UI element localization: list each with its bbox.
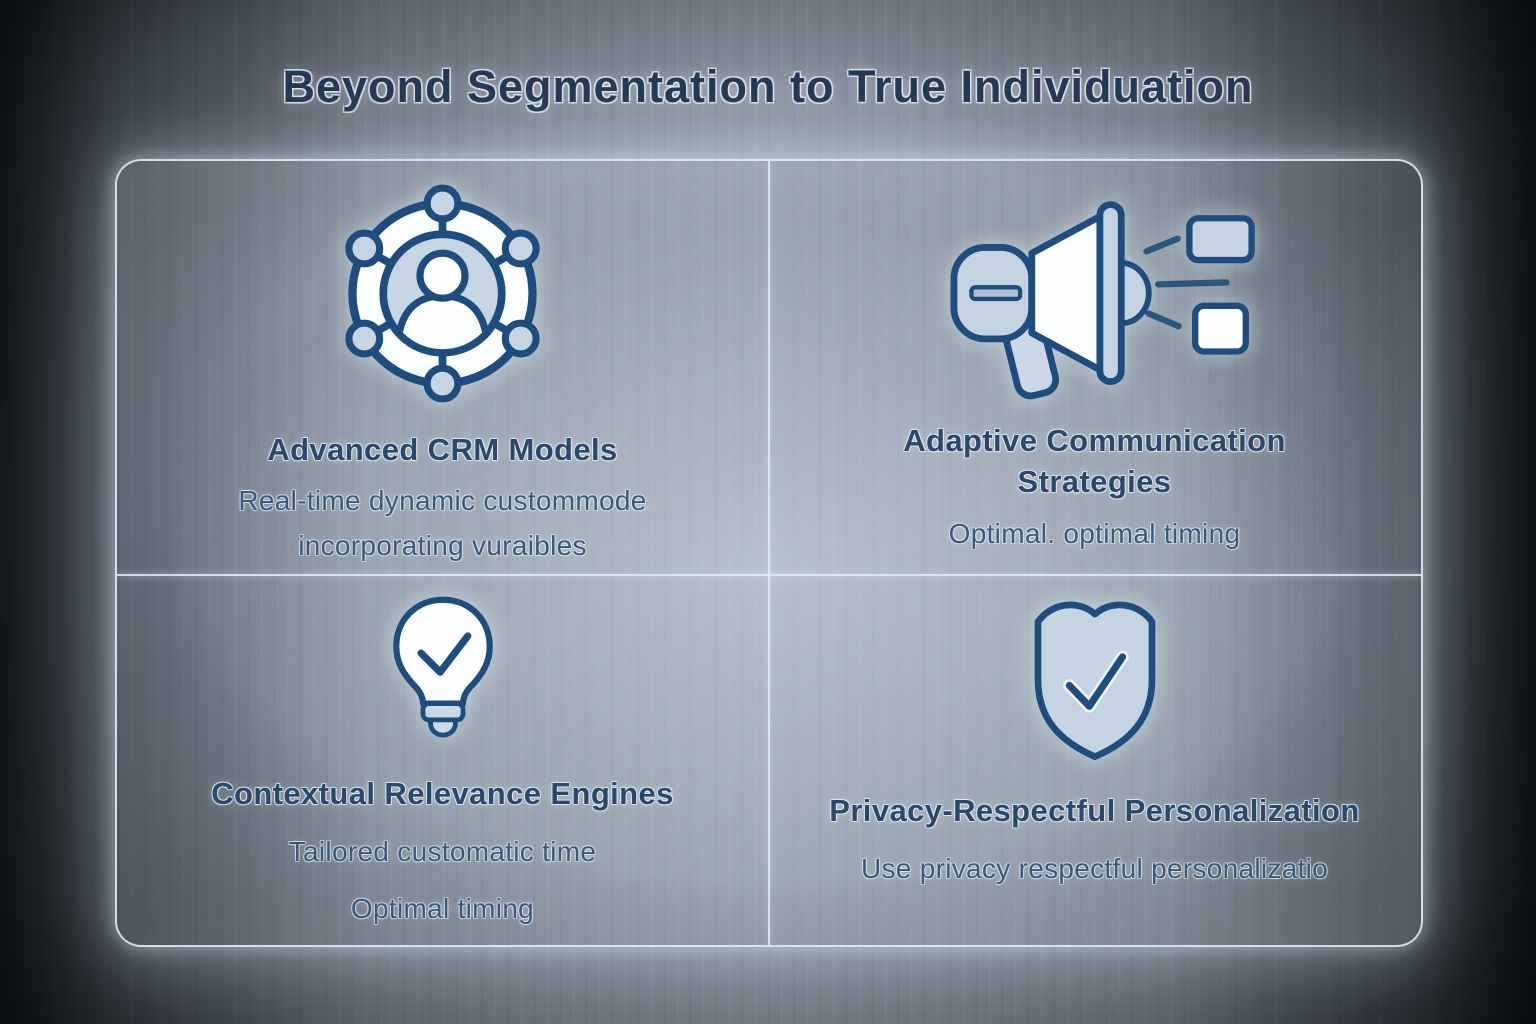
quadrant-title: Contextual Relevance Engines — [211, 776, 674, 811]
quadrant-subtitle: Use privacy respectful personalizatio — [861, 852, 1328, 886]
quadrant-subtitle: Real-time dynamic custommode incorporati… — [238, 484, 646, 562]
quadrant-subtitle: Tailored customatic time Optimal timing — [289, 835, 597, 925]
quadrant-title: Advanced CRM Models — [267, 432, 618, 467]
lightbulb-check-icon — [381, 594, 505, 758]
quadrant-adaptive-communication: Adaptive Communication Strategies Optima… — [768, 161, 1421, 574]
quadrant-title: Adaptive Communication Strategies — [903, 423, 1286, 499]
quadrant-title: Privacy-Respectful Personalization — [829, 793, 1360, 828]
subtitle-line: incorporating vuraibles — [298, 529, 587, 561]
subtitle-line: Optimal. optimal timing — [948, 517, 1241, 549]
horizontal-divider — [117, 574, 1421, 576]
quadrant-advanced-crm-models: Advanced CRM Models Real-time dynamic cu… — [117, 161, 768, 574]
vertical-divider — [768, 161, 770, 945]
quadrant-privacy-personalization: Privacy-Respectful Personalization Use p… — [768, 574, 1421, 945]
subtitle-line: Tailored customatic time — [288, 835, 597, 867]
page-title: Beyond Segmentation to True Individuatio… — [282, 61, 1254, 112]
megaphone-icon — [934, 191, 1256, 405]
network-user-icon — [324, 175, 561, 412]
subtitle-line: Real-time dynamic custommode — [238, 484, 647, 516]
quadrant-subtitle: Optimal. optimal timing — [949, 517, 1241, 551]
quadrant-contextual-relevance: Contextual Relevance Engines Tailored cu… — [117, 574, 768, 945]
shield-check-icon — [1019, 598, 1171, 769]
subtitle-line: Optimal timing — [350, 892, 535, 924]
subtitle-line: Use privacy respectful personalizatio — [860, 852, 1329, 884]
quadrant-panel: Advanced CRM Models Real-time dynamic cu… — [115, 159, 1423, 947]
